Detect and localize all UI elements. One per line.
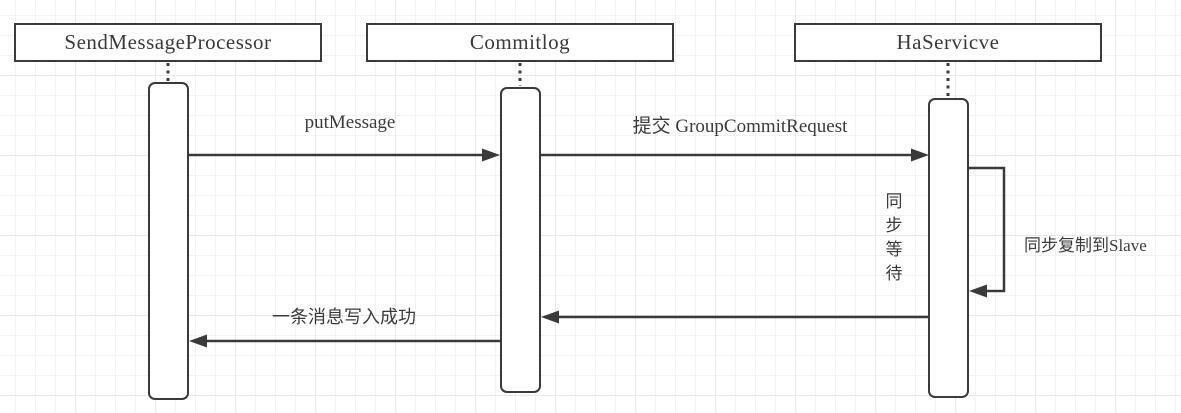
actor-box-haservice: HaServicve	[794, 23, 1102, 62]
actor-label-haservice: HaServicve	[896, 30, 1000, 54]
note-sync-wait: 同步等待	[885, 192, 903, 283]
arrowhead-right-icon	[911, 148, 929, 162]
arrow-group-commit-request	[541, 148, 929, 162]
lifelines	[166, 63, 950, 97]
message-label-write-success: 一条消息写入成功	[272, 307, 416, 327]
message-label-group-commit-request: 提交 GroupCommitRequest	[632, 116, 848, 137]
arrow-commit-return	[541, 310, 928, 324]
arrowhead-left-icon	[969, 284, 987, 298]
arrow-put-message	[189, 148, 500, 162]
actor-label-commitlog: Commitlog	[469, 30, 571, 54]
self-loop-path	[968, 166, 1006, 293]
activation-bar-haservice	[928, 98, 969, 398]
message-label-sync-replicate-slave: 同步复制到Slave	[1024, 236, 1147, 255]
arrowhead-right-icon	[482, 148, 500, 162]
arrow-write-success	[189, 334, 500, 348]
self-loop-sync-replicate	[968, 166, 1006, 298]
actor-label-sendmessageprocessor: SendMessageProcessor	[64, 30, 272, 54]
activation-bar-sendmessageprocessor	[148, 82, 189, 400]
arrowhead-left-icon	[541, 310, 559, 324]
arrowhead-left-icon	[189, 334, 207, 348]
message-label-put-message: putMessage	[304, 112, 396, 133]
actor-box-commitlog: Commitlog	[366, 23, 674, 62]
activation-bar-commitlog	[500, 87, 541, 393]
actor-box-sendmessageprocessor: SendMessageProcessor	[14, 23, 322, 62]
